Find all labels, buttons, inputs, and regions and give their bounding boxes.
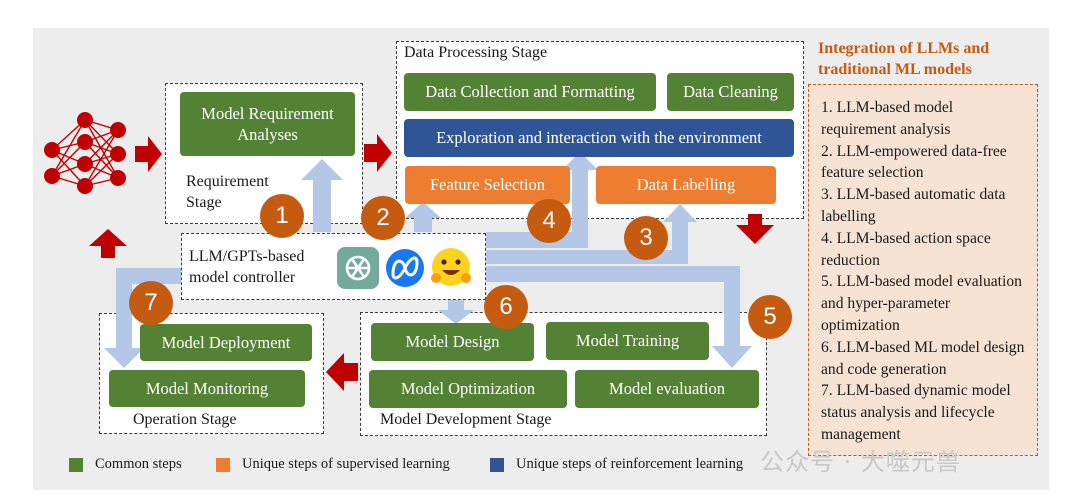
model-design-box: Model Design: [371, 323, 534, 361]
side-item-6: 6. LLM-based ML model design and code ge…: [821, 338, 1025, 378]
step-badge-2: 2: [361, 196, 405, 240]
development-stage-label: Model Development Stage: [380, 411, 552, 428]
step-badge-3: 3: [624, 216, 668, 260]
requirement-stage-label: Requirement Stage: [186, 173, 269, 211]
side-panel-title: Integration of LLMs and traditional ML m…: [818, 40, 990, 78]
side-item-5: 5. LLM-based model evaluation and hyper-…: [821, 273, 1022, 334]
exploration-box: Exploration and interaction with the env…: [404, 119, 794, 157]
red-arrow-left: [326, 353, 358, 391]
data-collection-box: Data Collection and Formatting: [404, 73, 656, 111]
red-arrow-right-1: [135, 136, 162, 172]
hugging-face-icon: [431, 248, 471, 286]
meta-logo-icon: [386, 249, 424, 287]
legend-swatch-common: [69, 458, 83, 472]
data-cleaning-box: Data Cleaning: [667, 73, 794, 111]
llm-light-arrows: [104, 152, 752, 368]
step-badge-4: 4: [527, 199, 571, 243]
watermark: 公众号 · 大噬元兽: [760, 448, 961, 476]
side-item-7: 7. LLM-based dynamic model status analys…: [821, 382, 1011, 443]
side-item-4: 4. LLM-based action space reduction: [821, 229, 991, 269]
legend-supervised: Unique steps of supervised learning: [242, 456, 450, 472]
legend-common: Common steps: [95, 456, 182, 472]
step-badge-6: 6: [484, 285, 528, 329]
side-panel: 1. LLM-based model requirement analysis …: [808, 84, 1038, 456]
model-evaluation-box: Model evaluation: [575, 370, 759, 408]
side-item-2: 2. LLM-empowered data-free feature selec…: [821, 142, 1007, 182]
model-monitoring-box: Model Monitoring: [109, 370, 305, 407]
step-badge-5: 5: [748, 295, 792, 339]
controller-label: LLM/GPTs-based model controller: [189, 248, 305, 286]
feature-selection-box: Feature Selection: [405, 166, 570, 204]
data-processing-stage-label: Data Processing Stage: [404, 44, 548, 61]
openai-logo-icon: [337, 247, 379, 289]
data-labelling-box: Data Labelling: [596, 166, 776, 204]
model-optimization-box: Model Optimization: [369, 370, 567, 408]
legend-reinforcement: Unique steps of reinforcement learning: [516, 456, 744, 472]
operation-stage-label: Operation Stage: [133, 411, 237, 428]
model-deployment-box: Model Deployment: [140, 324, 312, 361]
red-arrow-right-2: [364, 134, 392, 172]
legend-swatch-supervised: [216, 458, 230, 472]
side-item-3: 3. LLM-based automatic data labelling: [821, 186, 1006, 225]
neural-network-icon: [44, 112, 126, 194]
step-badge-7: 7: [129, 281, 173, 325]
requirement-analysis-box: Model Requirement Analyses: [180, 92, 355, 156]
red-arrow-up: [89, 229, 127, 258]
side-item-1: 1. LLM-based model requirement analysis: [821, 99, 954, 138]
model-training-box: Model Training: [546, 322, 709, 360]
step-badge-1: 1: [260, 194, 304, 238]
red-arrow-down: [736, 214, 774, 244]
legend-swatch-reinforcement: [490, 458, 504, 472]
